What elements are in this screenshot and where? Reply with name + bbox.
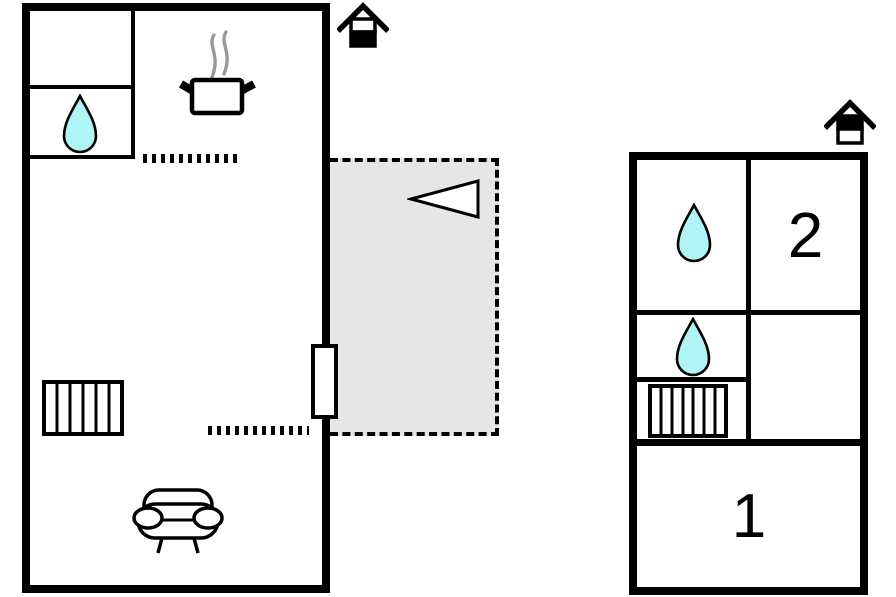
interior-wall-horizontal xyxy=(30,85,133,89)
interior-wall-vertical xyxy=(131,11,135,159)
interior-wall-horizontal xyxy=(30,155,135,159)
room-label-bedroom-2: 2 xyxy=(787,199,824,271)
interior-wall-horizontal xyxy=(637,310,861,315)
interior-wall-vertical xyxy=(746,160,751,445)
dotted-divider-kitchen xyxy=(143,154,238,163)
interior-wall-horizontal xyxy=(637,439,861,446)
interior-wall-horizontal xyxy=(637,377,747,382)
entrance-arrow-icon xyxy=(407,179,480,219)
dotted-divider-living-room xyxy=(208,426,309,435)
house-lower-level-filled-icon xyxy=(337,2,389,48)
steam-icon xyxy=(222,30,229,76)
water-drop-icon xyxy=(675,317,711,377)
sofa-icon xyxy=(132,488,224,554)
water-drop-icon xyxy=(676,203,712,263)
stairs-icon xyxy=(42,380,124,436)
house-upper-level-filled-icon xyxy=(824,99,876,145)
stairs-icon xyxy=(648,384,728,438)
cooking-pot-icon xyxy=(178,30,256,116)
steam-icon xyxy=(210,33,217,79)
door xyxy=(311,344,338,419)
water-drop-icon xyxy=(62,94,98,154)
room-label-bedroom-1: 1 xyxy=(731,481,767,551)
